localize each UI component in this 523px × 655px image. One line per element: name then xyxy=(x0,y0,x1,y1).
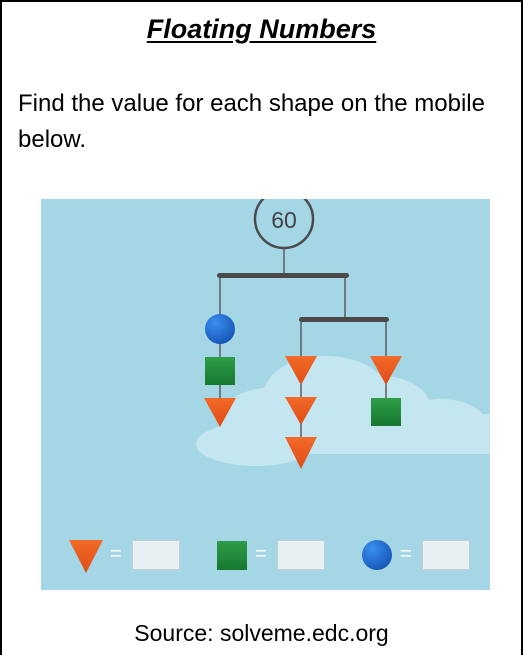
triangle-shape xyxy=(285,356,317,385)
equals-sign: = xyxy=(110,543,122,565)
square-answer-box[interactable] xyxy=(277,540,325,570)
total-value-label: 60 xyxy=(271,207,297,233)
mobile-strings xyxy=(219,244,387,437)
square-shape xyxy=(371,398,401,426)
triangle-shape xyxy=(370,356,402,385)
triangle-shape xyxy=(285,437,317,469)
triangle-shape xyxy=(204,398,236,427)
page-title: Floating Numbers xyxy=(146,14,377,44)
instructions-text: Find the value for each shape on the mob… xyxy=(18,90,485,153)
answer-row xyxy=(69,540,392,573)
circle-answer-box[interactable] xyxy=(422,540,470,570)
triangle-legend-icon xyxy=(69,540,103,573)
circle-shape xyxy=(205,314,235,344)
mobile-puzzle: 60 = = = xyxy=(41,188,490,590)
triangle-answer-box[interactable] xyxy=(132,540,180,570)
square-legend-icon xyxy=(217,541,247,570)
top-balance-bar xyxy=(217,273,349,278)
circle-legend-icon xyxy=(362,540,392,570)
square-shape xyxy=(205,357,235,385)
triangle-shape xyxy=(285,397,317,425)
source-credit: Source: solveme.edc.org xyxy=(134,620,389,646)
equals-sign: = xyxy=(255,543,267,565)
lower-balance-bar xyxy=(299,317,389,322)
equals-sign: = xyxy=(400,543,412,565)
